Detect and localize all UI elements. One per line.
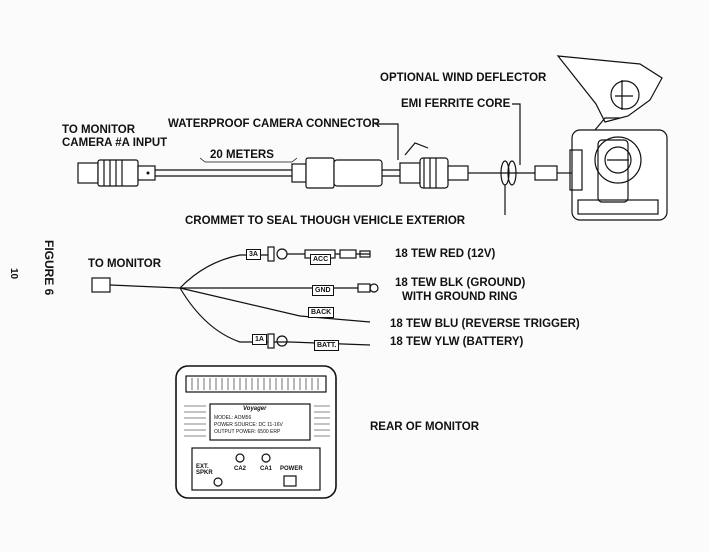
to-monitor-label: TO MONITOR (88, 258, 162, 270)
grommet-label: CROMMET TO SEAL THOUGH VEHICLE EXTERIOR (185, 215, 466, 227)
camera-cable-drawing (155, 157, 298, 177)
acc-tag: ACC (310, 254, 332, 265)
wire-red-label: 18 TEW RED (12V) (395, 248, 496, 260)
monitor-brand: Voyager (243, 406, 267, 412)
waterproof-connector-drawing (375, 123, 480, 189)
camera-housing-drawing (569, 117, 668, 221)
ground-ring-label: WITH GROUND RING (402, 291, 518, 303)
power-label: POWER (280, 466, 303, 472)
fuse-3a: 3A (246, 249, 261, 260)
optional-wind-deflector-label: OPTIONAL WIND DEFLECTOR (380, 72, 547, 84)
emi-ferrite-core-label: EMI FERRITE CORE (401, 98, 511, 110)
wire-blu-label: 18 TEW BLU (REVERSE TRIGGER) (390, 318, 580, 330)
wire-blk-label: 18 TEW BLK (GROUND) (395, 277, 526, 289)
figure-label: FIGURE 6 (42, 240, 56, 296)
waterproof-camera-connector-label: WATERPROOF CAMERA CONNECTOR (168, 118, 380, 130)
camera-input-plug-drawing (77, 159, 156, 187)
batt-tag: BATT. (314, 340, 340, 351)
grommet-drawing (500, 160, 517, 215)
wire-ylw-label: 18 TEW YLW (BATTERY) (390, 336, 524, 348)
rear-of-monitor-label: REAR OF MONITOR (370, 421, 480, 433)
ca1-label: CA1 (260, 466, 273, 472)
wind-deflector-drawing (556, 55, 663, 123)
gnd-tag: GND (312, 285, 334, 296)
camera-input-label: CAMERA #A INPUT (62, 137, 168, 149)
ca2-label: CA2 (234, 466, 247, 472)
to-monitor-camera-label: TO MONITOR (62, 124, 136, 136)
inline-connector-drawing (291, 157, 400, 189)
monitor-model: MODEL: AOM56 (214, 415, 252, 421)
monitor-rear-drawing (175, 365, 337, 499)
monitor-power-source: POWER SOURCE: DC 11-16V (214, 422, 283, 428)
page-number: 10 (8, 268, 19, 280)
monitor-output-power: OUTPUT POWER: 6500 ERP (214, 429, 281, 435)
cable-length-label: 20 METERS (210, 149, 274, 161)
fuse-1a: 1A (252, 334, 267, 345)
ext-spkr-label: EXT. SPKR (196, 464, 213, 476)
back-tag: BACK (308, 307, 335, 318)
ferrite-drawing (480, 103, 572, 181)
